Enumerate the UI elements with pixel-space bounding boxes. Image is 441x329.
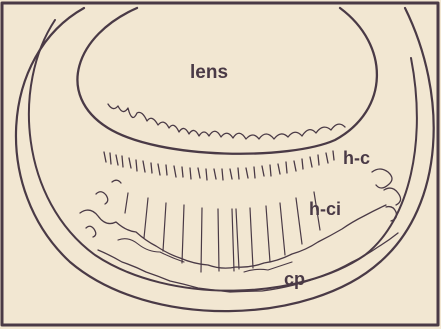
lens-edge-wave (108, 104, 345, 139)
label-cp: cp (284, 269, 305, 289)
hc-stroke-group (104, 151, 334, 180)
ciliary-curls-left (86, 180, 121, 237)
label-lens: lens (190, 62, 228, 83)
label-hc: h-c (343, 148, 370, 168)
hci-stroke-group (125, 192, 320, 272)
label-hci: h-ci (309, 199, 341, 219)
ciliary-band-mid (118, 239, 292, 272)
ciliary-curls-right (372, 169, 401, 221)
outer-boundary-curve (16, 8, 434, 311)
